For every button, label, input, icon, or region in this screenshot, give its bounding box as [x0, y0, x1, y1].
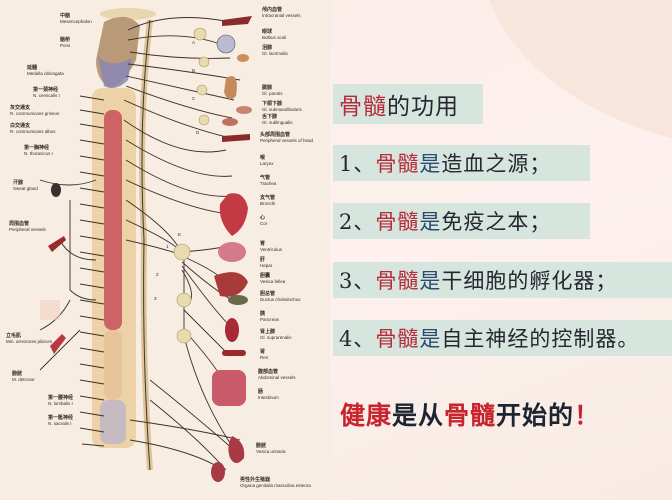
detrusor-shape — [50, 334, 66, 354]
marker-c: C — [192, 96, 196, 101]
eyeball-shape — [216, 34, 236, 54]
genitalia-shape — [211, 462, 225, 482]
ganglia — [173, 27, 210, 344]
marker-d: D — [196, 130, 200, 135]
head-vessels-shape — [222, 134, 250, 142]
item-2: 2、骨髓是免疫之本； — [333, 203, 590, 239]
item-1: 1、骨髓是造血之源； — [333, 145, 590, 181]
ren-vessel-shape — [222, 350, 246, 356]
stomach-shape — [218, 242, 246, 262]
heading-keyword: 骨髓 — [339, 94, 387, 120]
kidney-shape — [225, 318, 239, 342]
marker-e: E — [178, 232, 182, 237]
brain-cap-shape — [100, 8, 156, 20]
item-keyword: 骨髓 — [375, 269, 420, 293]
slogan: 健康是从骨髓开始的！ — [340, 401, 601, 430]
liver-shape — [214, 272, 248, 297]
vertebral-column — [92, 88, 136, 448]
marker-1: 1 — [166, 244, 169, 249]
item-keyword: 骨髓 — [375, 327, 420, 351]
marker-2: 2 — [156, 272, 159, 277]
item-3: 3、骨髓是干细胞的孵化器； — [333, 262, 672, 298]
intracranial-vessels-shape — [222, 16, 252, 26]
marker-3: 3 — [154, 296, 157, 301]
parotid-gland-shape — [224, 76, 237, 100]
marker-a: A — [192, 40, 196, 45]
lacrimal-gland-shape — [237, 54, 249, 62]
spinal-cord-shape — [104, 110, 122, 330]
sublingual-gland-shape — [222, 118, 238, 126]
heading-bar: 骨髓的功用 — [333, 84, 483, 124]
peripheral-vessels-shape — [48, 236, 66, 252]
marker-b: B — [192, 68, 196, 73]
item-4: 4、骨髓是自主神经的控制器。 — [333, 320, 672, 356]
submandibular-gland-shape — [236, 106, 252, 114]
heading-rest: 的功用 — [387, 94, 459, 120]
nerve-diagram-illustration — [39, 8, 252, 482]
sweat-gland-shape — [51, 183, 61, 197]
item-keyword: 骨髓 — [375, 210, 420, 234]
gallbladder-shape — [228, 295, 248, 305]
heart-shape — [219, 193, 248, 236]
skin-section-shape — [40, 300, 60, 320]
intestine-shape — [212, 370, 246, 406]
item-keyword: 骨髓 — [375, 152, 420, 176]
bladder-shape — [228, 436, 245, 463]
